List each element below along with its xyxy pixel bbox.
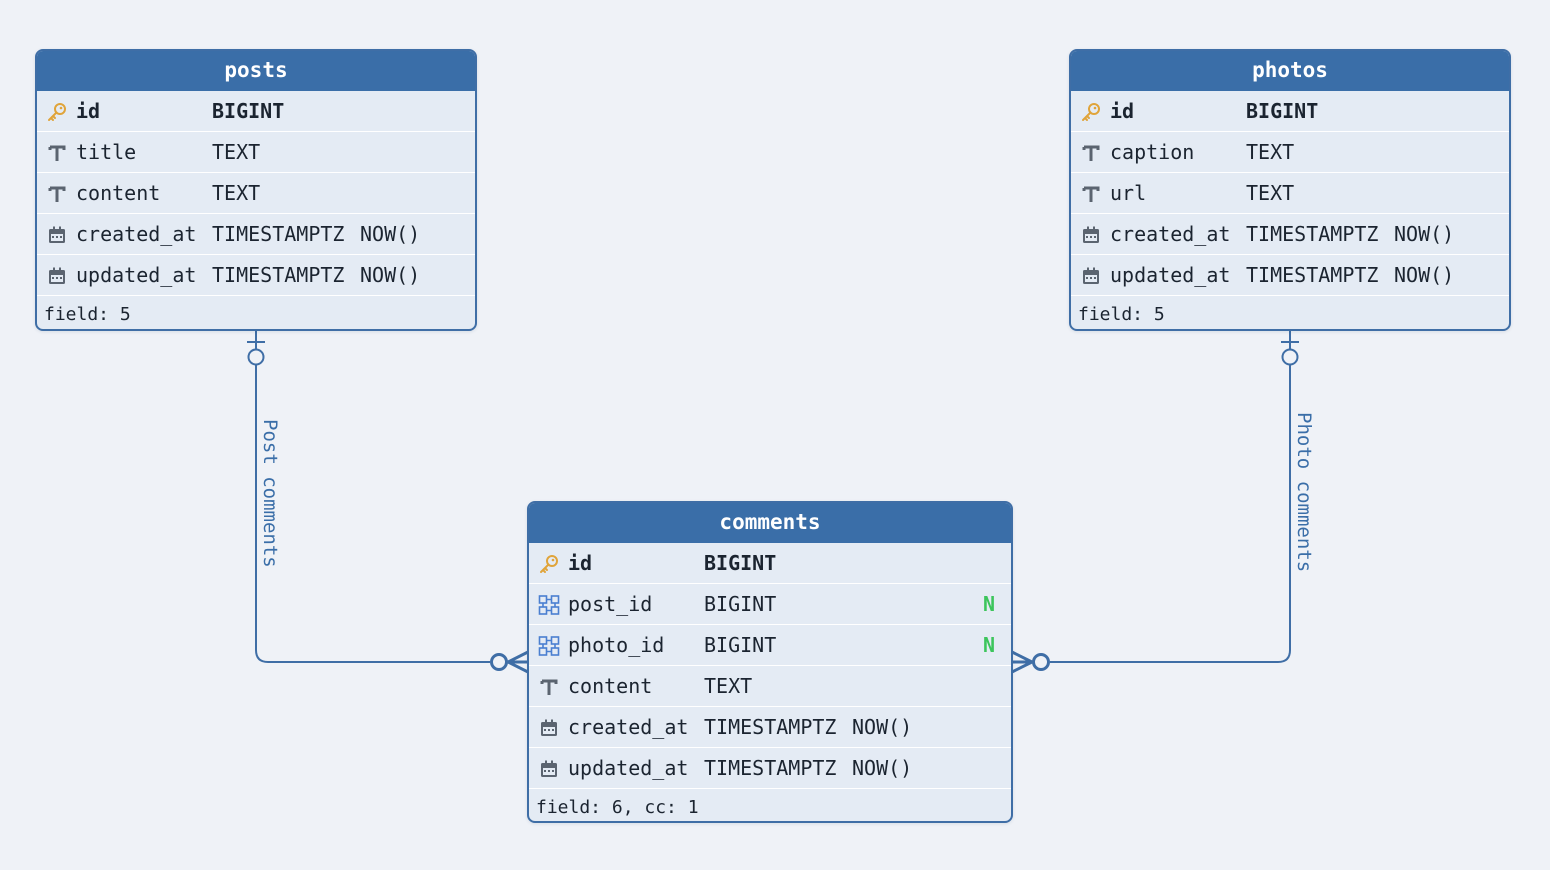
- field-row[interactable]: caption TEXT: [1071, 132, 1509, 173]
- field-type: TIMESTAMPTZ: [704, 715, 837, 739]
- calendar-icon: [538, 717, 560, 739]
- field-default: NOW(): [852, 756, 913, 780]
- calendar-icon: [1080, 224, 1102, 246]
- table-header[interactable]: posts: [37, 51, 475, 91]
- field-type: TIMESTAMPTZ: [1246, 263, 1379, 287]
- field-row[interactable]: updated_at TIMESTAMPTZ NOW(): [529, 748, 1011, 789]
- field-default: NOW(): [852, 715, 913, 739]
- edge-post-comments: [255, 330, 490, 663]
- field-name: photo_id: [568, 633, 665, 657]
- field-name: id: [568, 551, 593, 575]
- field-name: id: [76, 99, 101, 123]
- field-type: TIMESTAMPTZ: [704, 756, 837, 780]
- field-default: NOW(): [1394, 263, 1455, 287]
- field-name: url: [1110, 181, 1147, 205]
- field-type: TIMESTAMPTZ: [212, 222, 345, 246]
- field-type: BIGINT: [704, 551, 777, 575]
- field-row[interactable]: content TEXT: [37, 173, 475, 214]
- key-icon: [538, 553, 560, 575]
- field-type: TEXT: [1246, 181, 1295, 205]
- field-type: BIGINT: [704, 592, 777, 616]
- field-type: BIGINT: [704, 633, 777, 657]
- field-type: TIMESTAMPTZ: [212, 263, 345, 287]
- field-row[interactable]: created_at TIMESTAMPTZ NOW(): [1071, 214, 1509, 255]
- table-footer: field: 6, cc: 1: [536, 797, 699, 818]
- table-footer: field: 5: [1078, 304, 1165, 325]
- field-name: created_at: [568, 715, 689, 739]
- nullable-flag: N: [982, 633, 995, 657]
- key-icon: [46, 101, 68, 123]
- table-footer: field: 5: [44, 304, 131, 325]
- field-type: TEXT: [212, 140, 261, 164]
- field-name: post_id: [568, 592, 653, 616]
- field-name: created_at: [76, 222, 197, 246]
- field-type: BIGINT: [1246, 99, 1319, 123]
- field-name: content: [568, 674, 653, 698]
- edge-label-photo-comments[interactable]: Photo comments: [1293, 412, 1315, 573]
- text-type-icon: [538, 676, 560, 698]
- field-row[interactable]: photo_id BIGINT N: [529, 625, 1011, 666]
- text-type-icon: [46, 142, 68, 164]
- field-row[interactable]: id BIGINT: [37, 91, 475, 132]
- field-name: updated_at: [1110, 263, 1231, 287]
- field-row[interactable]: updated_at TIMESTAMPTZ NOW(): [1071, 255, 1509, 296]
- field-row[interactable]: post_id BIGINT N: [529, 584, 1011, 625]
- field-type: TIMESTAMPTZ: [1246, 222, 1379, 246]
- nullable-flag: N: [982, 592, 995, 616]
- field-row[interactable]: created_at TIMESTAMPTZ NOW(): [529, 707, 1011, 748]
- field-default: NOW(): [1394, 222, 1455, 246]
- field-default: NOW(): [360, 263, 421, 287]
- field-name: title: [76, 140, 137, 164]
- field-type: TEXT: [704, 674, 753, 698]
- text-type-icon: [1080, 183, 1102, 205]
- field-row[interactable]: id BIGINT: [529, 543, 1011, 584]
- field-name: updated_at: [76, 263, 197, 287]
- field-row[interactable]: updated_at TIMESTAMPTZ NOW(): [37, 255, 475, 296]
- calendar-icon: [1080, 265, 1102, 287]
- edge-label-post-comments[interactable]: Post comments: [259, 419, 281, 568]
- text-type-icon: [1080, 142, 1102, 164]
- edge-photo-comments: [1050, 330, 1291, 663]
- key-icon: [1080, 101, 1102, 123]
- field-type: TEXT: [212, 181, 261, 205]
- calendar-icon: [46, 265, 68, 287]
- table-header[interactable]: photos: [1071, 51, 1509, 91]
- field-name: id: [1110, 99, 1135, 123]
- text-type-icon: [46, 183, 68, 205]
- field-row[interactable]: title TEXT: [37, 132, 475, 173]
- field-type: BIGINT: [212, 99, 285, 123]
- field-row[interactable]: content TEXT: [529, 666, 1011, 707]
- foreign-key-icon: [538, 635, 560, 657]
- field-name: content: [76, 181, 161, 205]
- table-header[interactable]: comments: [529, 503, 1011, 543]
- field-row[interactable]: created_at TIMESTAMPTZ NOW(): [37, 214, 475, 255]
- field-row[interactable]: id BIGINT: [1071, 91, 1509, 132]
- field-name: created_at: [1110, 222, 1231, 246]
- foreign-key-icon: [538, 594, 560, 616]
- field-name: caption: [1110, 140, 1195, 164]
- field-type: TEXT: [1246, 140, 1295, 164]
- calendar-icon: [46, 224, 68, 246]
- field-name: updated_at: [568, 756, 689, 780]
- calendar-icon: [538, 758, 560, 780]
- field-default: NOW(): [360, 222, 421, 246]
- field-row[interactable]: url TEXT: [1071, 173, 1509, 214]
